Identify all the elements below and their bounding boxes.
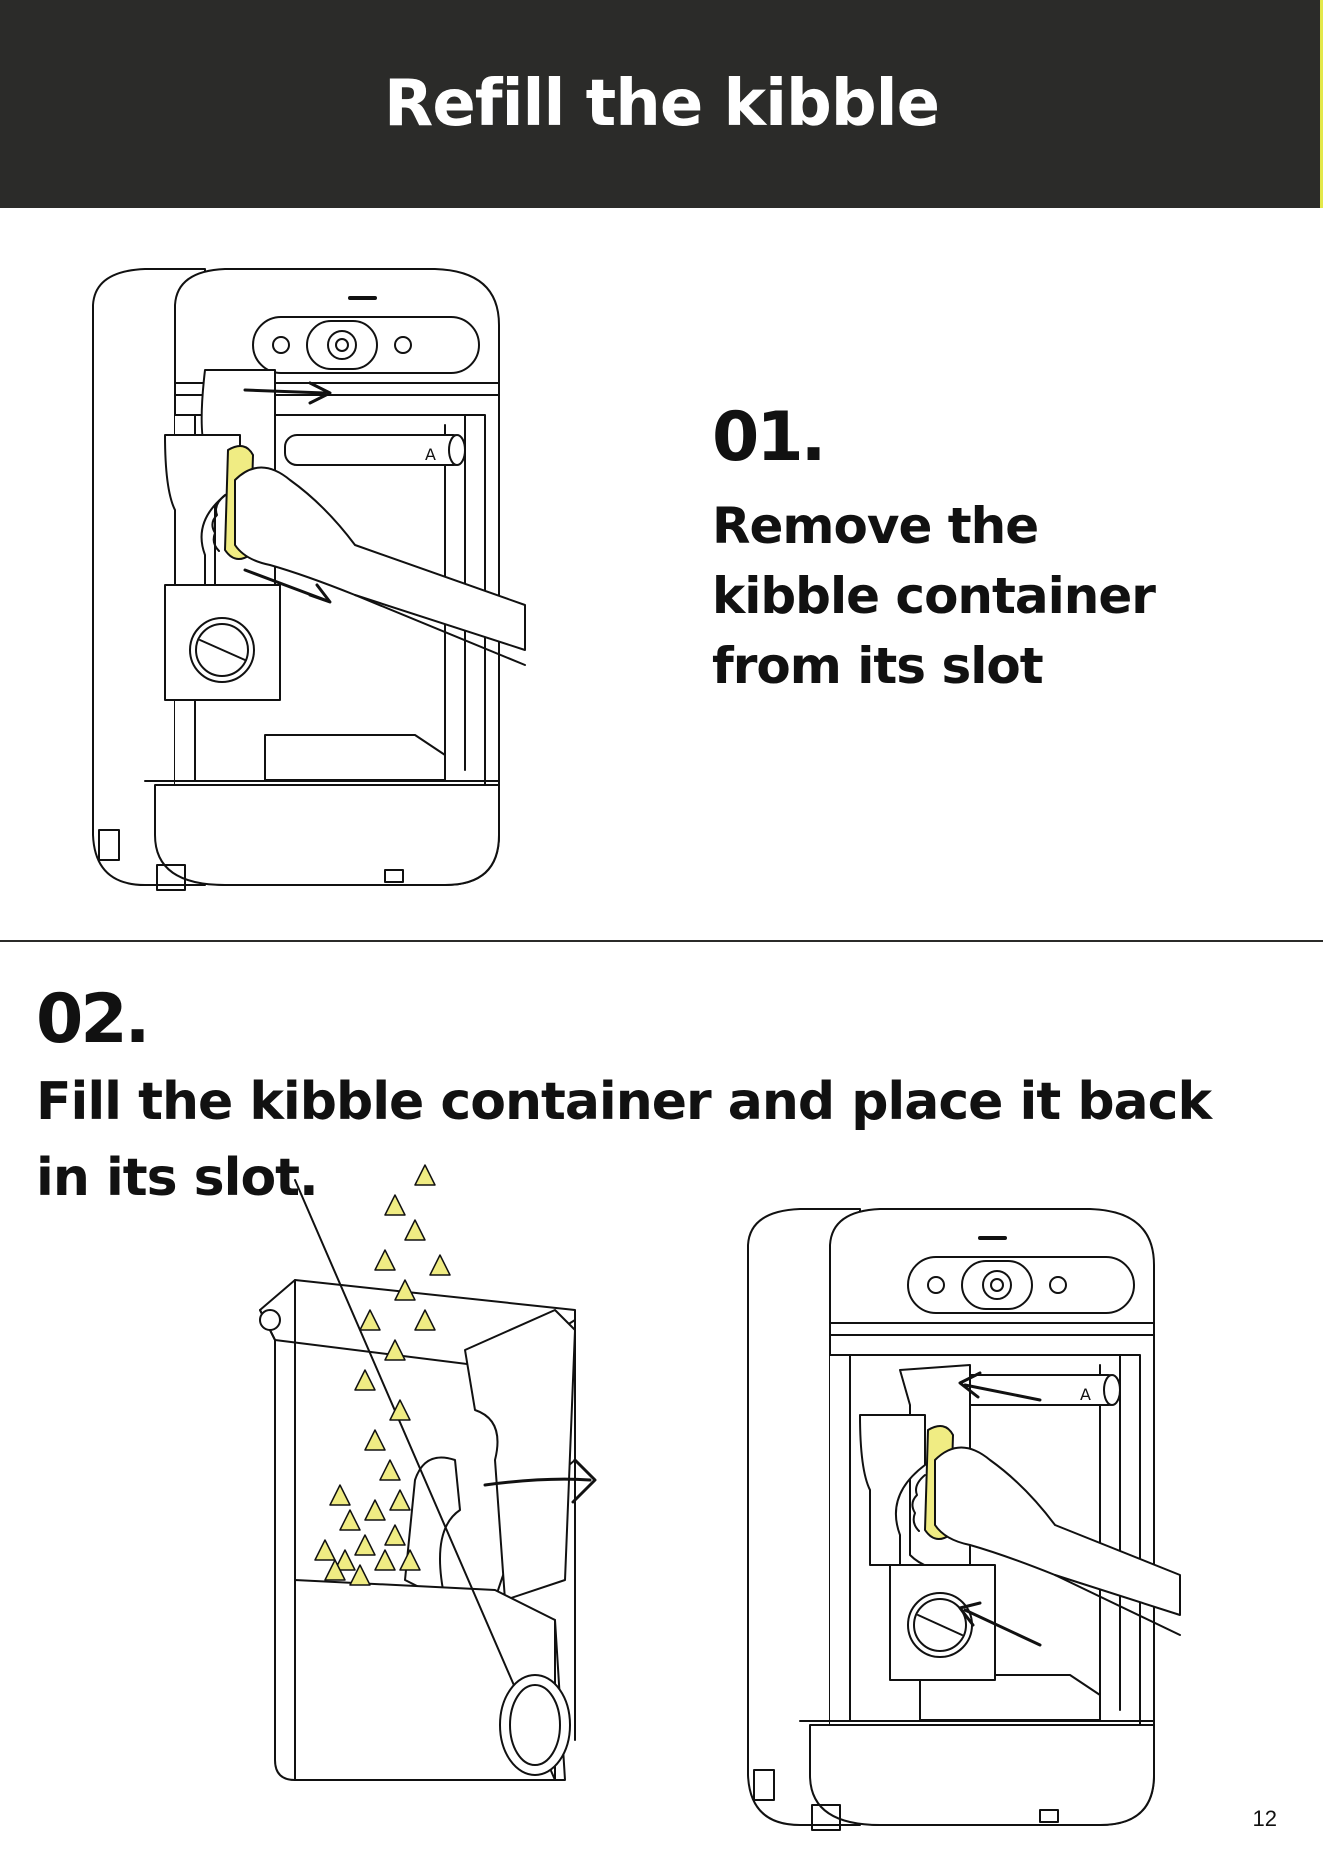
step-1-line-2: kibble container <box>712 567 1155 625</box>
page-number: 12 <box>1253 1806 1277 1832</box>
container-filling-illustration <box>255 1180 595 1810</box>
svg-text:A: A <box>1080 1385 1091 1404</box>
svg-text:A: A <box>425 445 436 464</box>
step-1-line-3: from its slot <box>712 637 1043 695</box>
section-divider <box>0 940 1323 942</box>
feeder-insert-illustration: A <box>740 1205 1180 1835</box>
page-header: Refill the kibble <box>0 0 1323 208</box>
step-1-line-1: Remove the <box>712 497 1038 555</box>
step-2-number: 02. <box>36 980 147 1059</box>
step-2-line-1: Fill the kibble container and place it b… <box>36 1072 1211 1132</box>
feeder-removal-illustration: A <box>85 265 525 895</box>
page-title: Refill the kibble <box>384 67 939 141</box>
step-1-number: 01. <box>712 398 823 477</box>
